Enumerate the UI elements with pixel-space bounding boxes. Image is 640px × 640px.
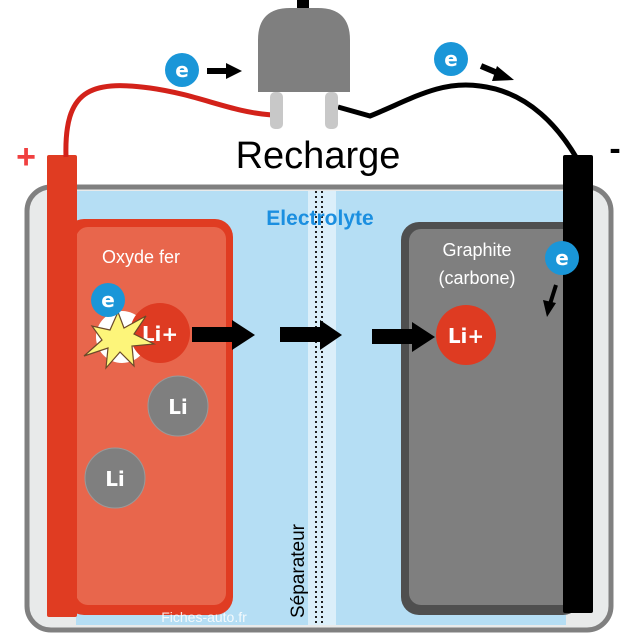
lithium-atom [84,447,146,509]
separator-label: Séparateur [288,523,309,618]
wire-electron-left: e [165,53,199,87]
arrow-icon [479,63,514,81]
anode-electron-label: e [555,246,569,270]
positive-sign: + [16,138,36,176]
anode-label-line1: Graphite [442,240,511,260]
lithium-atom-label: Li [168,395,188,419]
anode-electron [545,241,579,275]
electron-label: e [175,58,189,82]
spark-icon [83,310,157,370]
arrow-icon [207,63,242,79]
lithium-atom-label: Li [105,467,125,491]
negative-sign: - [609,130,620,168]
lithium-atom [147,375,209,437]
wire-electron-right: e [434,42,468,76]
negative-terminal [563,155,593,613]
plug-body [258,8,350,92]
anode-lithium-ion-label: Li+ [448,324,484,348]
ion-arrow-2 [280,320,342,350]
cathode-electron-label: e [101,288,115,312]
positive-wire [63,83,273,158]
anode-label-line2: (carbone) [438,268,515,288]
plug-cable [297,0,309,10]
anode-lithium-ion [436,305,496,365]
cathode-label: Oxyde fer [102,247,180,267]
electron-label: e [444,47,458,71]
title: Recharge [236,135,401,177]
negative-wire [337,82,579,159]
electrolyte-label: Electrolyte [266,207,373,230]
ion-arrow-3 [372,322,435,352]
ion-arrow-1 [192,320,255,350]
cathode-electron [91,283,125,317]
plug-prong-right [325,92,338,129]
arrow-icon [543,284,558,317]
plug-prong-left [270,92,283,129]
watermark: Fiches-auto.fr [161,609,247,625]
positive-terminal [47,155,77,617]
